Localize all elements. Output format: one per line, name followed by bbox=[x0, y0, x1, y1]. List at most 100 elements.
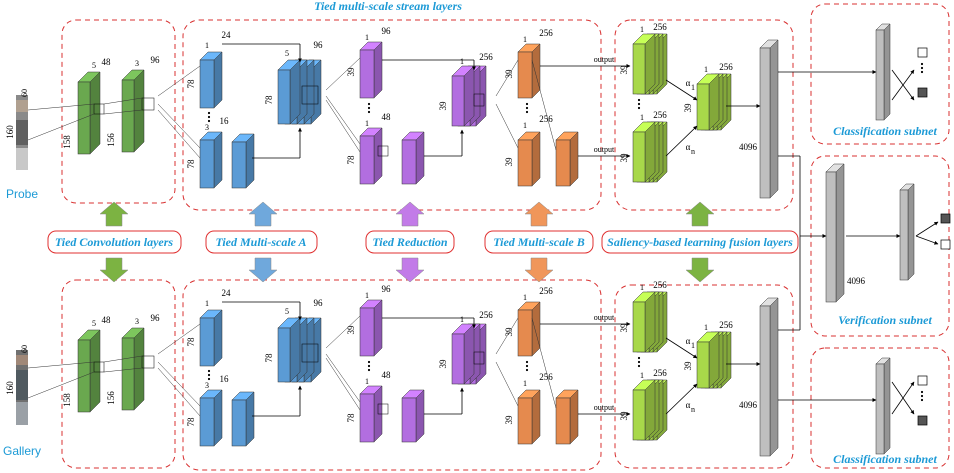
probe-alpha1-sub: 1 bbox=[691, 83, 695, 92]
probe-msb-o2-side bbox=[531, 131, 541, 187]
probe-msa-dots-dot-1 bbox=[207, 115, 211, 119]
gallery-fus-out-0-front bbox=[696, 341, 710, 389]
gallery-msb-k1: 1 bbox=[523, 293, 527, 302]
tie-msb-up bbox=[524, 201, 554, 227]
probe-red-concat-0-front bbox=[451, 75, 465, 127]
verif-out2 bbox=[915, 235, 939, 245]
probe-red-p3-front bbox=[401, 139, 417, 185]
probe-out1-label: output bbox=[594, 55, 615, 64]
probe-conv1-side bbox=[89, 71, 101, 155]
gallery-msb-d256a: 256 bbox=[539, 286, 553, 296]
gallery-fus-out-k: 1 bbox=[704, 323, 708, 332]
gallery-alpha1-sub: 1 bbox=[691, 341, 695, 350]
probe-msa-dots-dot-0 bbox=[207, 111, 211, 115]
gallery-red-k1: 1 bbox=[365, 291, 369, 300]
gallery-msa-cat-s78: 78 bbox=[264, 353, 274, 363]
probe-a-l2 bbox=[157, 103, 201, 149]
gallery-msb-o2-side bbox=[531, 389, 541, 445]
gallery-fus-d256b: 256 bbox=[653, 368, 667, 378]
probe-msa-d24: 24 bbox=[222, 30, 232, 40]
probe-fus-k2: 1 bbox=[640, 113, 644, 122]
verif-label: Verification subnet bbox=[838, 313, 932, 327]
tie-conv-up bbox=[99, 201, 129, 227]
gallery-fus-k2: 1 bbox=[640, 371, 644, 380]
probe-msa-cat-depth: 96 bbox=[314, 40, 324, 50]
cls-bot-bar-side bbox=[883, 357, 891, 455]
gallery-fus-out-s39: 39 bbox=[683, 361, 693, 371]
verif-4096: 4096 bbox=[847, 276, 866, 286]
cls-bot-dots-dot-0 bbox=[920, 390, 924, 394]
gallery-conv1-depth: 48 bbox=[102, 315, 112, 325]
gallery-fus-a2 bbox=[665, 383, 698, 415]
gallery-height-label: 160 bbox=[5, 381, 15, 395]
gallery-msa-b3-side bbox=[245, 391, 255, 447]
gallery-msb-dots-dot-2 bbox=[525, 368, 529, 372]
verif-bar1-side bbox=[835, 163, 845, 303]
probe-conv2-front bbox=[121, 79, 135, 153]
probe-red-s39: 39 bbox=[346, 67, 356, 77]
probe-msa-k3: 3 bbox=[205, 123, 209, 132]
probe-b-l2 bbox=[495, 103, 519, 149]
bottom-stream-box bbox=[182, 279, 602, 471]
gallery-red-p3-front bbox=[401, 397, 417, 443]
gallery-fus-s1-0-side bbox=[644, 291, 656, 353]
gallery-red-cat-depth: 256 bbox=[479, 310, 493, 320]
probe-red-k1: 1 bbox=[365, 33, 369, 42]
gallery-msa-k3: 3 bbox=[205, 381, 209, 390]
probe-fus-s2-0-side bbox=[644, 121, 656, 183]
top-stream-box bbox=[182, 19, 602, 211]
tie-fusion-up bbox=[685, 201, 715, 227]
gallery-msa-b1-side bbox=[213, 309, 223, 367]
cls-top-sq2 bbox=[917, 87, 928, 98]
cls-bot-dots-dot-1 bbox=[920, 394, 924, 398]
probe-fus-out-0-front bbox=[696, 83, 710, 131]
gallery-conv2-kernel bbox=[141, 355, 155, 369]
probe-fus-d256a: 256 bbox=[653, 22, 667, 32]
probe-fc-bar-front bbox=[759, 47, 771, 199]
top-conv-box bbox=[61, 19, 176, 204]
probe-conv1-k: 5 bbox=[92, 61, 96, 70]
tied-conv-label: Tied Convolution layers bbox=[55, 235, 174, 249]
gallery-fus-d256a: 256 bbox=[653, 280, 667, 290]
gallery-msb-s39a: 39 bbox=[504, 327, 514, 337]
gallery-fc-label: 4096 bbox=[739, 400, 758, 410]
gallery-msa-s78a: 78 bbox=[186, 337, 196, 347]
gallery-fus-out-0-side bbox=[708, 331, 720, 389]
probe-msb-o3-side bbox=[569, 131, 579, 187]
gallery-red-kernel bbox=[377, 403, 389, 415]
verif-bar2-front bbox=[899, 189, 909, 281]
gallery-a-l1 bbox=[157, 323, 201, 355]
saliency-label-box bbox=[601, 230, 799, 254]
probe-alphan: α bbox=[686, 142, 691, 152]
probe-conv2-kernel bbox=[141, 97, 155, 111]
probe-msa-s78a: 78 bbox=[186, 79, 196, 89]
probe-conv2-depth: 96 bbox=[151, 55, 161, 65]
probe-b-l1 bbox=[495, 59, 519, 97]
gallery-msb-o1-front bbox=[517, 309, 533, 357]
cls-top-bar-front bbox=[875, 29, 885, 121]
gallery-conv1-kernel bbox=[93, 361, 105, 373]
probe-msa-d16: 16 bbox=[220, 116, 230, 126]
probe-fus-k1: 1 bbox=[640, 25, 644, 34]
probe-msb-d256a: 256 bbox=[539, 28, 553, 38]
probe-fus-s39a: 39 bbox=[619, 65, 629, 75]
gallery-msa-concat-0-front bbox=[277, 327, 291, 383]
probe-msa-cat-kernel bbox=[301, 85, 319, 105]
tie-conv-down bbox=[99, 257, 129, 283]
probe-width-label: 60 bbox=[20, 89, 29, 97]
gallery-in-l2 bbox=[27, 371, 95, 399]
gallery-conv2-depth: 96 bbox=[151, 313, 161, 323]
probe-msa-b1-front bbox=[199, 59, 215, 109]
tie-red-up bbox=[395, 201, 425, 227]
gallery-msa-d16: 16 bbox=[220, 374, 230, 384]
tied-conv-label-box bbox=[47, 230, 182, 254]
gallery-in-l1 bbox=[27, 361, 95, 369]
gallery-msa-b2-front bbox=[199, 397, 215, 447]
cls-bot-sq1 bbox=[917, 375, 928, 386]
gallery-conv2-size: 156 bbox=[106, 391, 116, 405]
probe-msb-dots-dot-2 bbox=[525, 110, 529, 114]
gallery-msa-cat-kernel bbox=[301, 343, 319, 363]
top-cls-box bbox=[810, 3, 950, 145]
probe-msb-s39a: 39 bbox=[504, 69, 514, 79]
gallery-out1-label: output bbox=[594, 313, 615, 322]
